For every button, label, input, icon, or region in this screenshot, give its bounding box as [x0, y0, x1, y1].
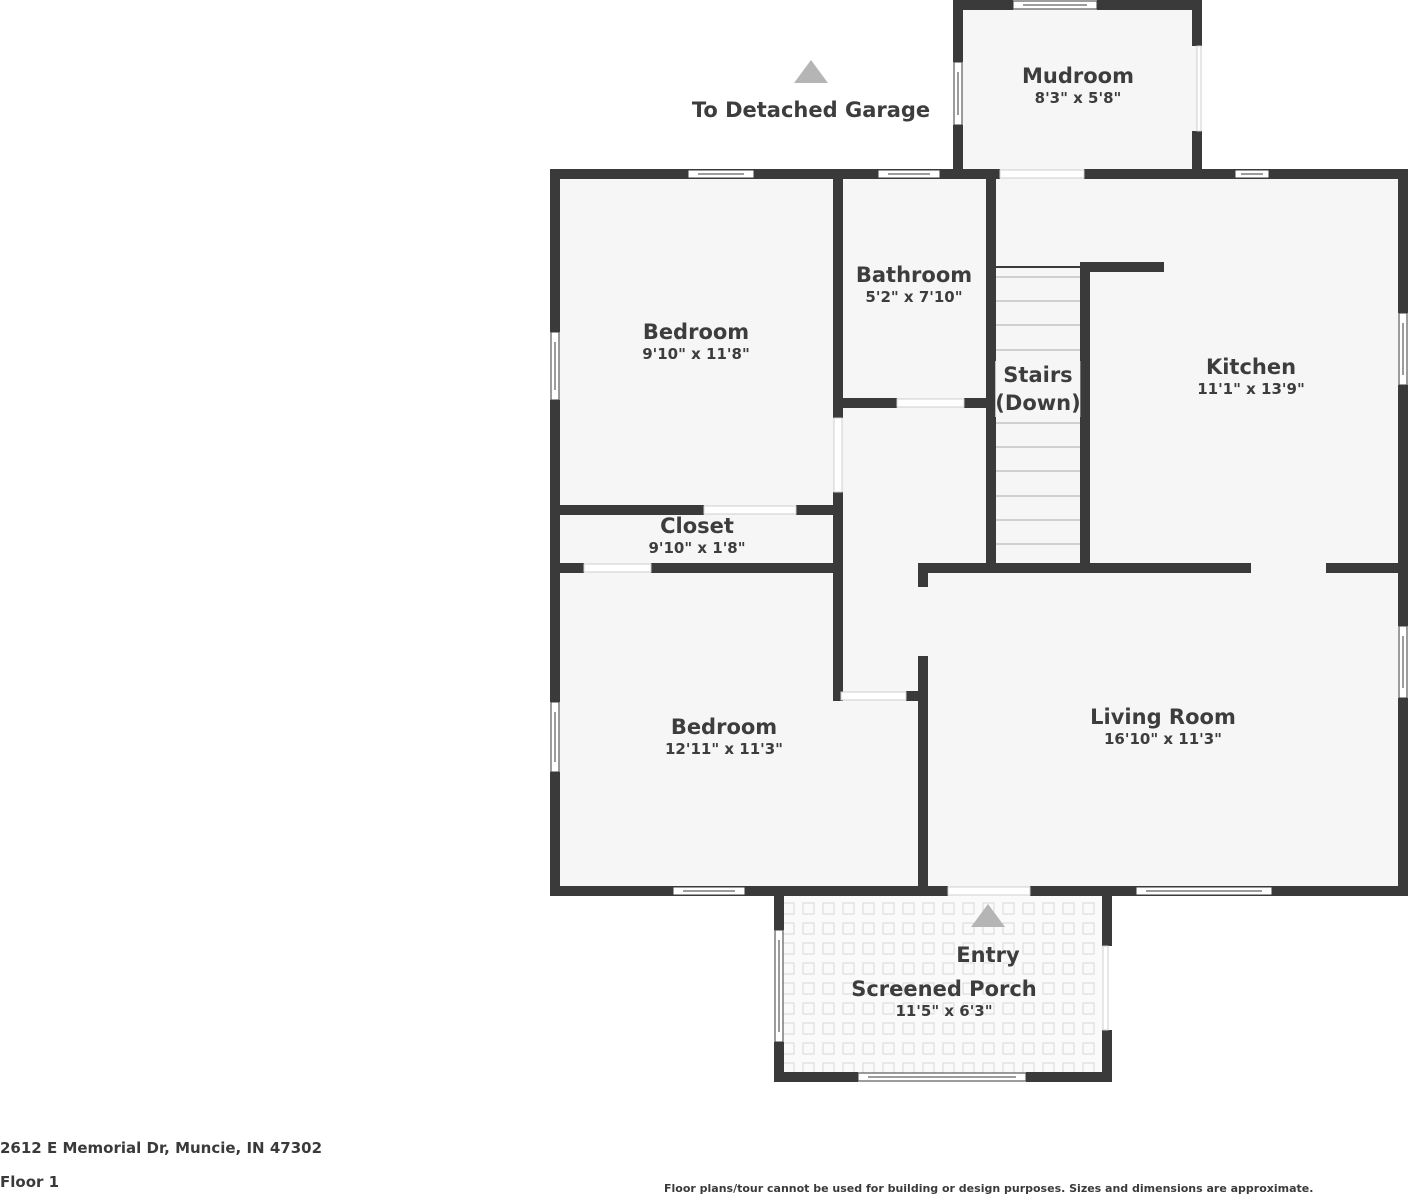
- room-name: Living Room: [1090, 705, 1236, 729]
- room-dims: 11'1" x 13'9": [1197, 380, 1305, 398]
- room-dims: 9'10" x 11'8": [642, 345, 750, 363]
- entry-label: Entry: [956, 943, 1020, 967]
- room-name: Screened Porch: [851, 977, 1037, 1001]
- room-name: Kitchen: [1205, 355, 1297, 379]
- room-dims: 5'2" x 7'10": [865, 288, 963, 306]
- garage-marker-icon: [794, 60, 828, 83]
- room-stairs: Stairs (Down): [995, 361, 1081, 417]
- room-bathroom: Bathroom 5'2" x 7'10": [856, 263, 972, 307]
- stair-treads: [996, 266, 1080, 545]
- room-mudroom: Mudroom 8'3" x 5'8": [1022, 64, 1134, 108]
- room-dims: 16'10" x 11'3": [1103, 730, 1222, 748]
- room-sub: (Down): [995, 391, 1081, 415]
- floor-label: Floor 1: [0, 1173, 60, 1191]
- room-floors: [554, 8, 1398, 1076]
- room-name: Mudroom: [1022, 64, 1134, 88]
- garage-label: To Detached Garage: [691, 98, 931, 122]
- room-name: Bathroom: [855, 263, 973, 287]
- disclaimer: Floor plans/tour cannot be used for buil…: [664, 1182, 1314, 1195]
- room-dims: 8'3" x 5'8": [1034, 89, 1122, 107]
- entry-marker-icon: [971, 904, 1005, 927]
- room-name: Closet: [660, 514, 734, 538]
- room-screened-porch: Screened Porch 11'5" x 6'3": [851, 977, 1037, 1021]
- room-dims: 9'10" x 1'8": [648, 539, 746, 557]
- room-kitchen: Kitchen 11'1" x 13'9": [1197, 355, 1305, 399]
- room-bedroom-1: Bedroom 9'10" x 11'8": [642, 320, 750, 364]
- room-bedroom-2: Bedroom 12'11" x 11'3": [665, 715, 783, 759]
- room-dims: 12'11" x 11'3": [665, 740, 783, 758]
- room-name: Bedroom: [670, 715, 778, 739]
- room-closet: Closet 9'10" x 1'8": [648, 514, 745, 558]
- room-name: Stairs: [1003, 363, 1073, 387]
- windows: [550, 0, 1408, 1082]
- room-name: Bedroom: [642, 320, 750, 344]
- room-dims: 11'5" x 6'3": [895, 1002, 993, 1020]
- property-address: 2612 E Memorial Dr, Muncie, IN 47302: [0, 1139, 323, 1157]
- room-living-room: Living Room 16'10" x 11'3": [1090, 705, 1236, 749]
- doorways: [583, 45, 1202, 1031]
